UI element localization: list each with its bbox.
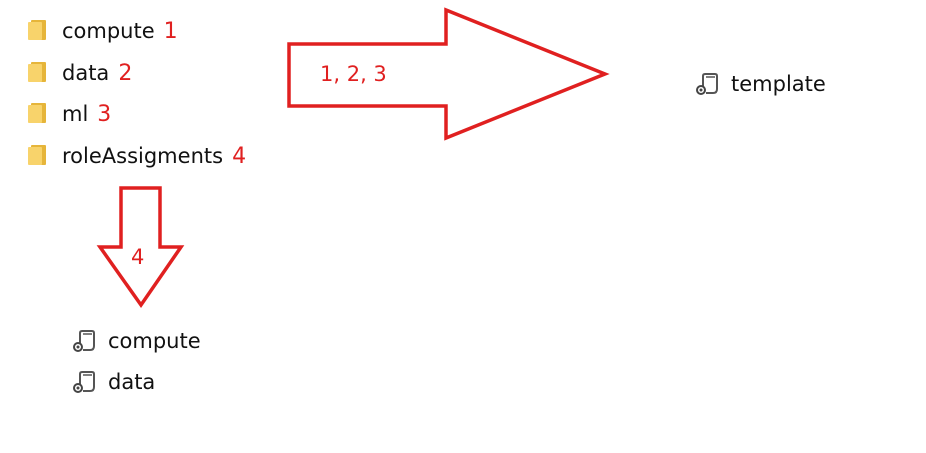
folder-label: data [62,61,110,85]
folder-icon [28,62,46,84]
folder-number: 4 [232,143,247,169]
folder-number: 2 [118,60,133,86]
file-compute[interactable]: compute [72,327,201,355]
bicep-file-icon [73,371,95,393]
right-arrow-label: 1, 2, 3 [320,62,387,86]
folder-label: ml [62,102,89,126]
down-arrow-label: 4 [131,245,145,269]
file-template[interactable]: template [695,70,826,98]
right-arrow [287,7,610,141]
folder-roleassigments[interactable]: roleAssigments 4 [28,142,246,170]
folder-number: 3 [97,101,112,127]
folder-label: compute [62,19,155,43]
folder-compute[interactable]: compute 1 [28,17,178,45]
file-label: template [731,72,826,96]
bicep-file-icon [73,330,95,352]
down-arrow [96,186,185,309]
file-label: compute [108,329,201,353]
folder-icon [28,20,46,42]
folder-label: roleAssigments [62,144,224,168]
bicep-file-icon [696,73,718,95]
file-data[interactable]: data [72,368,155,396]
folder-number: 1 [163,18,178,44]
folder-data[interactable]: data 2 [28,59,132,87]
file-label: data [108,370,156,394]
folder-icon [28,145,46,167]
folder-ml[interactable]: ml 3 [28,100,111,128]
folder-icon [28,103,46,125]
